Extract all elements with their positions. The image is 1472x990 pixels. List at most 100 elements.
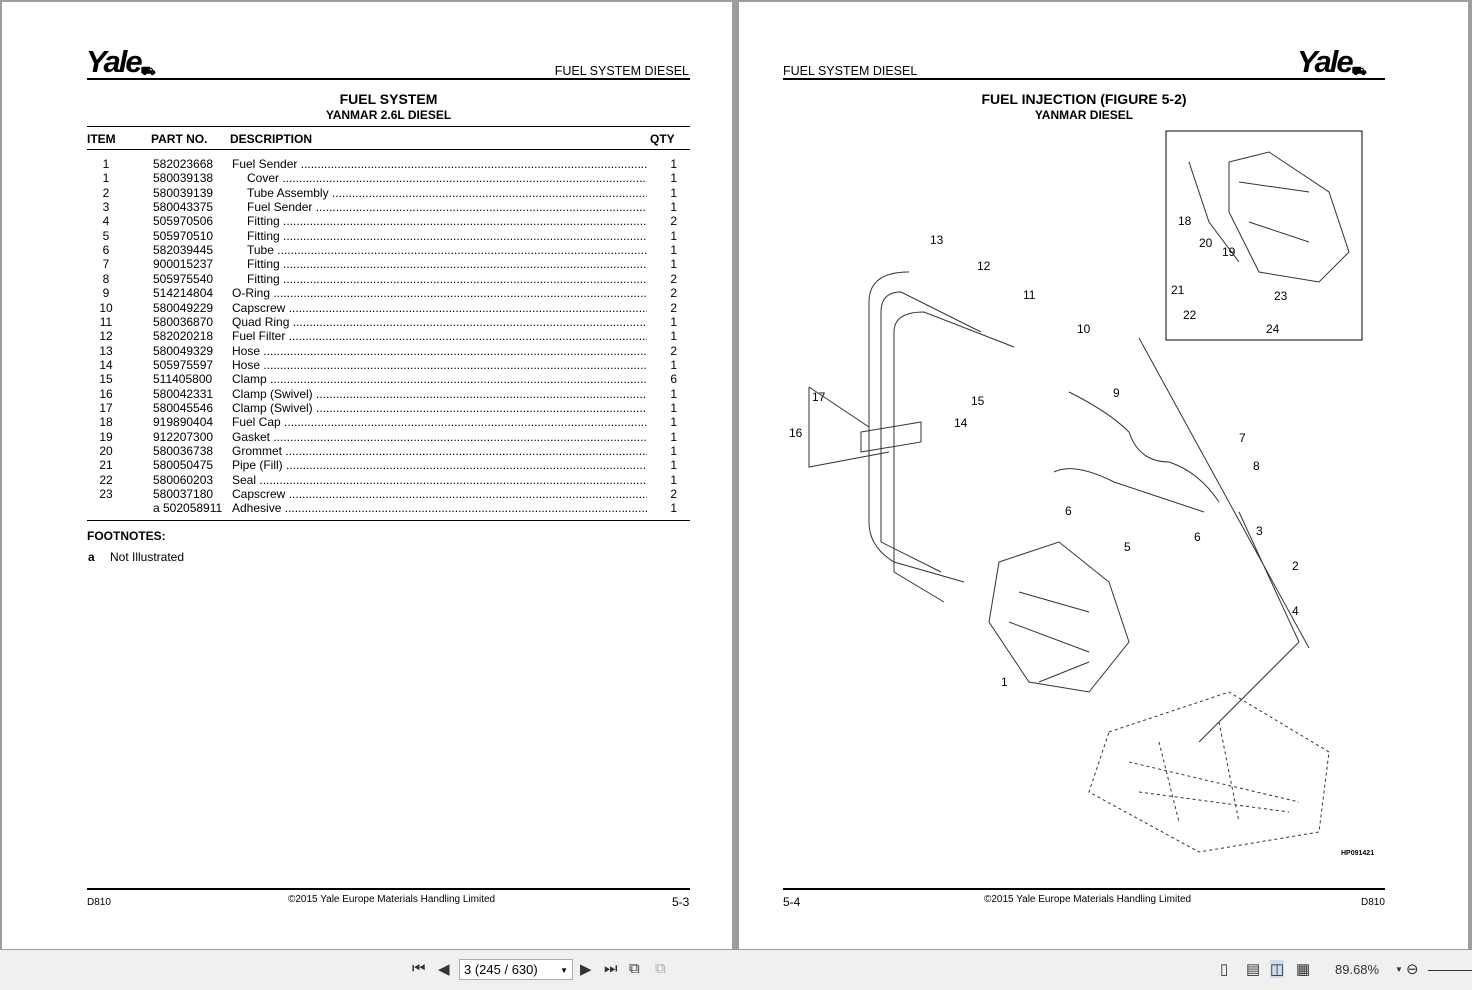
table-row: 19912207300Gasket1 [87, 430, 677, 444]
item-number: 13 [99, 343, 113, 358]
page-number: 5-3 [672, 895, 690, 909]
table-row: 13580049329Hose2 [87, 344, 677, 358]
part-number: 919890404 [153, 415, 214, 430]
footnotes-title: FOOTNOTES: [87, 529, 166, 543]
item-number: 8 [102, 271, 110, 286]
callout-label: 11 [1023, 288, 1036, 302]
page-subtitle: YANMAR 2.6L DIESEL [325, 108, 452, 122]
description: Tube Assembly [247, 186, 647, 200]
footer-rule [87, 888, 690, 890]
part-number: 580042331 [153, 386, 214, 401]
description: Fuel Sender [232, 157, 647, 171]
zoom-level[interactable]: 89.68% [1335, 962, 1380, 977]
callout-label: 8 [1253, 459, 1260, 473]
table-row: a 502058911Adhesive1 [87, 501, 677, 515]
description: Clamp (Swivel) [232, 387, 647, 401]
callout-label: 22 [1183, 308, 1197, 322]
callout-label: 21 [1171, 283, 1185, 297]
quantity: 1 [670, 157, 677, 171]
description: Fitting [247, 272, 647, 286]
figure-subtitle: YANMAR DIESEL [1034, 108, 1134, 122]
quantity: 1 [670, 228, 677, 243]
part-number: 580037180 [153, 487, 214, 502]
callout-label: 12 [977, 259, 991, 273]
continuous-icon[interactable]: ▤ [1246, 961, 1261, 978]
first-page-icon[interactable]: ⏮ [412, 960, 426, 977]
item-number: 9 [102, 286, 110, 301]
copyright: ©2015 Yale Europe Materials Handling Lim… [288, 894, 496, 905]
prev-page-icon[interactable]: ◀ [438, 961, 450, 978]
item-number: 7 [102, 257, 110, 272]
part-number: 580039138 [153, 171, 214, 186]
quantity: 1 [670, 415, 677, 430]
callout-label: 4 [1292, 604, 1299, 618]
next-view-icon[interactable]: ⧉ [655, 960, 666, 977]
single-page-icon[interactable]: ▯ [1220, 961, 1229, 978]
part-number: 580039139 [153, 185, 214, 200]
part-number: 912207300 [153, 429, 214, 444]
quantity: 1 [670, 444, 677, 458]
prev-view-icon[interactable]: ⧉ [629, 960, 640, 977]
zoom-slider[interactable] [1428, 970, 1472, 971]
quantity: 1 [670, 329, 677, 344]
table-rule [87, 126, 690, 127]
table-row: 4505970506Fitting2 [87, 214, 677, 228]
left-page: Yale⛟ FUEL SYSTEM DIESEL FUEL SYSTEM YAN… [2, 2, 732, 949]
zoom-dropdown-icon[interactable]: ▼ [1395, 965, 1403, 974]
part-number: 505970510 [153, 228, 214, 243]
description: O-Ring [232, 286, 647, 300]
part-number: 580043375 [153, 200, 214, 215]
chevron-down-icon[interactable]: ▼ [560, 966, 568, 975]
footer-rule [783, 888, 1385, 890]
part-number: 580060203 [153, 472, 214, 487]
item-number: 15 [99, 372, 113, 387]
table-row: 1580039138Cover1 [87, 171, 677, 185]
description: Pipe (Fill) [232, 458, 647, 472]
item-number: 2 [102, 185, 110, 200]
facing-icon[interactable]: ◫ [1270, 960, 1285, 978]
fuel-injection-diagram [808, 130, 1363, 853]
callout-label: 23 [1274, 289, 1288, 303]
quantity: 1 [670, 429, 677, 444]
footnote-mark: a [88, 550, 95, 564]
quantity: 1 [670, 257, 677, 272]
item-number: 1 [102, 171, 110, 186]
callout-label: 10 [1077, 322, 1091, 336]
page-number-field[interactable]: 3 (245 / 630)▼ [459, 959, 573, 980]
quantity: 1 [670, 171, 677, 186]
quantity: 1 [670, 314, 677, 329]
description: Fuel Cap [232, 415, 647, 429]
next-page-icon[interactable]: ▶ [580, 961, 592, 978]
description: Seal [232, 473, 647, 487]
zoom-out-icon[interactable]: ⊖ [1406, 961, 1419, 978]
part-number: 582020218 [153, 329, 214, 344]
continuous-facing-icon[interactable]: ▦ [1296, 961, 1311, 978]
description: Adhesive [232, 501, 647, 515]
description: Quad Ring [232, 315, 647, 329]
last-page-icon[interactable]: ⏭ [604, 960, 618, 977]
quantity: 1 [670, 472, 677, 487]
table-row: 23580037180Capscrew2 [87, 487, 677, 501]
callout-label: 6 [1065, 504, 1072, 518]
table-row: 7900015237Fitting1 [87, 257, 677, 271]
callout-label: 14 [954, 416, 968, 430]
item-number: 5 [102, 228, 110, 243]
part-number: 580049329 [153, 343, 214, 358]
part-number: 511405800 [153, 372, 213, 387]
copyright: ©2015 Yale Europe Materials Handling Lim… [984, 894, 1192, 905]
item-number: 21 [99, 458, 113, 473]
footnote-text: Not Illustrated [110, 550, 185, 564]
quantity: 1 [670, 400, 677, 415]
callout-label: 13 [930, 233, 944, 247]
item-number: 6 [102, 243, 110, 258]
quantity: 1 [670, 501, 677, 516]
table-rule [87, 520, 690, 521]
callout-label: 3 [1256, 524, 1263, 538]
yale-logo: Yale⛟ [1297, 44, 1367, 79]
table-rule [87, 149, 690, 150]
quantity: 1 [670, 386, 677, 401]
callout-label: 16 [789, 426, 803, 440]
